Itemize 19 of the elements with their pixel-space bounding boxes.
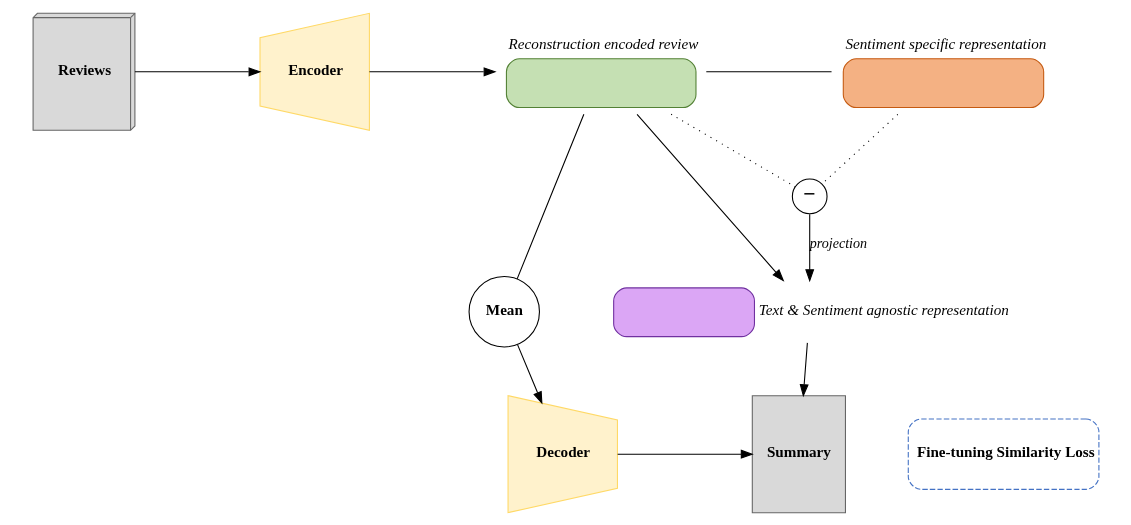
node-circle: Mean: [468, 275, 540, 347]
connector: [516, 113, 584, 279]
connector: [705, 70, 832, 72]
node-label: Text & Sentiment agnostic representation: [758, 300, 1009, 318]
node-circle: −: [791, 178, 828, 214]
node-label: Reconstruction encoded review: [508, 34, 698, 52]
node-box: Encoder: [258, 12, 370, 131]
connector: [821, 113, 898, 184]
arrow: [804, 213, 814, 282]
arrow: [636, 113, 784, 282]
node-label: Sentiment specific representation: [844, 34, 1046, 52]
node-box: Decoder: [507, 394, 618, 513]
node-box: Summary: [751, 394, 846, 513]
arrow: [799, 341, 809, 397]
arrow: [368, 66, 497, 76]
node-box: Fine-tuning Similarity Loss: [907, 417, 1099, 490]
arrow: [516, 343, 542, 404]
arrow: [133, 66, 262, 76]
arrow: [616, 449, 754, 459]
